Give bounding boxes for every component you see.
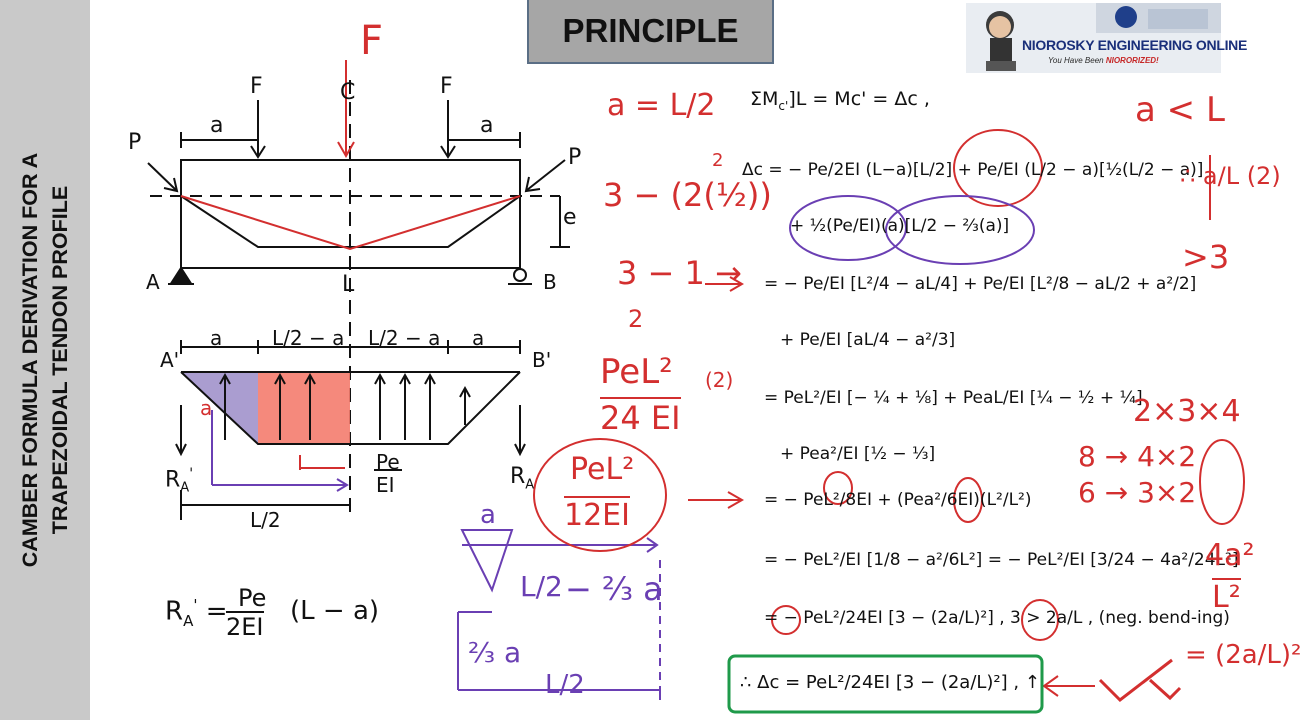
note-n5-den: 12EI — [564, 496, 630, 533]
centroid-sketch — [457, 529, 661, 700]
prestress-arrow-right — [526, 159, 566, 191]
label-load-num: Pe — [376, 450, 400, 474]
eq-line5: = PeL²/EI [− ¼ + ⅛] + PeaL/EI [¼ − ½ + ¼… — [764, 388, 1143, 408]
note-n3: 2 — [628, 305, 644, 333]
logo-tagline-highlight: NIORORIZED! — [1105, 56, 1159, 65]
label-reaction-right: RA — [510, 464, 534, 492]
principle-banner: PRINCIPLE — [527, 0, 774, 64]
reaction-formula: RA' = — [165, 596, 228, 630]
eq-line4: + Pe/EI [aL/4 − a²/3] — [780, 330, 956, 350]
reaction-left-sub: A — [180, 480, 190, 496]
note-n5-num: PeL² — [570, 452, 635, 487]
triangle-sketch — [460, 529, 514, 593]
label-reaction-left: RA' — [165, 466, 193, 496]
eq-line6: + Pea²/EI [½ − ⅓] — [780, 444, 936, 464]
annotation-marks — [533, 129, 1245, 714]
eq-line1: Δc = − Pe/2EI (L−a)[L/2] + Pe/EI (L/2 − … — [742, 160, 1204, 180]
label-load-den: EI — [376, 473, 395, 497]
reaction-right-symbol: R — [510, 464, 526, 489]
note-n6: 2×3×4 — [1133, 394, 1241, 429]
label-dim-a-right: a — [480, 113, 494, 138]
sidebar: CAMBER FORMULA DERIVATION FOR A TRAPEZOI… — [0, 0, 90, 720]
label-prestress-right: P — [568, 145, 582, 170]
note-n1-exp: 2 — [712, 150, 724, 171]
reaction-formula-eq: = — [205, 596, 228, 627]
eq-line7: = − PeL²/8EI + (Pea²/6EI)(L²/L²) — [764, 490, 1032, 510]
note-n10: = (2a/L)² — [1185, 640, 1301, 670]
note-n2: 3 − 1 → — [617, 254, 742, 292]
eq-moment: ΣMc']L = Mc' = Δc , — [750, 88, 930, 113]
prestress-arrow-left — [147, 162, 177, 191]
label-red-force: F — [360, 18, 384, 64]
eq-line2: + ½(Pe/EI)(a)[L/2 − ⅔(a)] — [790, 216, 1010, 236]
note-n1: 3 − (2(½)) — [603, 176, 772, 214]
label-eccentricity: e — [563, 205, 577, 230]
label-centerline: C — [340, 80, 356, 105]
purple-note-a: a — [480, 500, 496, 530]
prestressed-beam-diagram — [147, 60, 570, 520]
reaction-left-sup: ' — [189, 466, 194, 482]
label-seg1: a — [210, 326, 223, 350]
purple-note-frac1: L/2 — [520, 570, 563, 603]
eq-line3: = − Pe/EI [L²/4 − aL/4] + Pe/EI [L²/8 − … — [764, 274, 1197, 294]
note-a-less-than-l: a < L — [1135, 90, 1225, 130]
label-half-span: L/2 — [250, 508, 281, 532]
eq-moment-tail: ]L = Mc' = Δc , — [788, 88, 930, 110]
label-force-left: F — [250, 74, 263, 99]
reaction-formula-sup: ' — [193, 596, 198, 614]
label-prestress-left: P — [128, 130, 142, 155]
final-answer-box — [727, 654, 1044, 714]
reaction-formula-lhs: R — [165, 596, 184, 627]
reaction-formula-den: 2EI — [226, 611, 264, 641]
note-n4-tag: (2) — [705, 368, 734, 392]
purple-note-twothirds: ⅔ a — [468, 636, 522, 669]
eq-line8: = − PeL²/EI [1/8 − a²/6L²] = − PeL²/EI [… — [764, 550, 1239, 570]
trapezoidal-tendon — [180, 195, 521, 248]
reaction-left-symbol: R — [165, 467, 181, 493]
conjugate-beam-diagram — [175, 340, 526, 520]
eq-line9: = − PeL²/24EI [3 − (2a/L)²] , 3 > 2a/L ,… — [764, 608, 1230, 628]
note-n7: 8 → 4×2 — [1078, 440, 1197, 473]
label-midspan: L — [342, 272, 355, 297]
channel-logo: NIOROSKY ENGINEERING ONLINE You Have Bee… — [966, 3, 1247, 73]
logo-tagline-text: You Have Been — [1048, 56, 1106, 65]
label-conj-support-a: A' — [160, 348, 180, 372]
note-n4-den: 24 EI — [600, 397, 681, 437]
label-seg3: L/2 − a — [368, 326, 441, 350]
note-n8: 6 → 3×2 — [1078, 476, 1197, 509]
logo-tagline: You Have Been NIORORIZED! — [1048, 56, 1159, 65]
reaction-formula-num: Pe — [238, 584, 267, 612]
label-dim-a-left: a — [210, 113, 224, 138]
eq-moment-sub: c' — [778, 98, 789, 113]
reaction-formula-sub: A — [183, 611, 194, 630]
eq-final: ∴ Δc = PeL²/24EI [3 − (2a/L)²] , ↑ — [740, 672, 1040, 693]
pin-support — [170, 266, 192, 283]
note-n12: >3 — [1182, 238, 1230, 276]
label-seg4: a — [472, 326, 485, 350]
rectangular-load-region — [258, 372, 350, 444]
label-support-b: B — [543, 270, 557, 294]
note-n4-num: PeL² — [600, 352, 673, 392]
label-seg2: L/2 − a — [272, 326, 345, 350]
eq-moment-sigma: ΣM — [750, 88, 779, 110]
purple-note-frac2: − ⅔ a — [565, 570, 663, 608]
reaction-right-sub: A — [525, 477, 535, 493]
label-conj-support-b: B' — [532, 348, 552, 372]
note-n9-num: 4a² — [1205, 538, 1255, 573]
label-force-right: F — [440, 74, 453, 99]
label-support-a: A — [146, 270, 160, 294]
parabolic-tendon-red — [180, 195, 521, 251]
logo-name: NIOROSKY ENGINEERING ONLINE — [1022, 37, 1248, 53]
logo-graphic — [966, 3, 1221, 73]
purple-note-halfL: L/2 — [545, 670, 585, 700]
roller-support — [513, 268, 527, 282]
note-n9-den: L² — [1212, 578, 1241, 615]
note-a-equals-half-l: a = L/2 — [607, 88, 716, 123]
note-n11: ∴ a/L (2) — [1180, 162, 1281, 190]
label-point-a: a — [200, 396, 213, 420]
reaction-formula-tail: (L − a) — [290, 596, 380, 626]
curvature-diagram-outline — [180, 371, 521, 445]
